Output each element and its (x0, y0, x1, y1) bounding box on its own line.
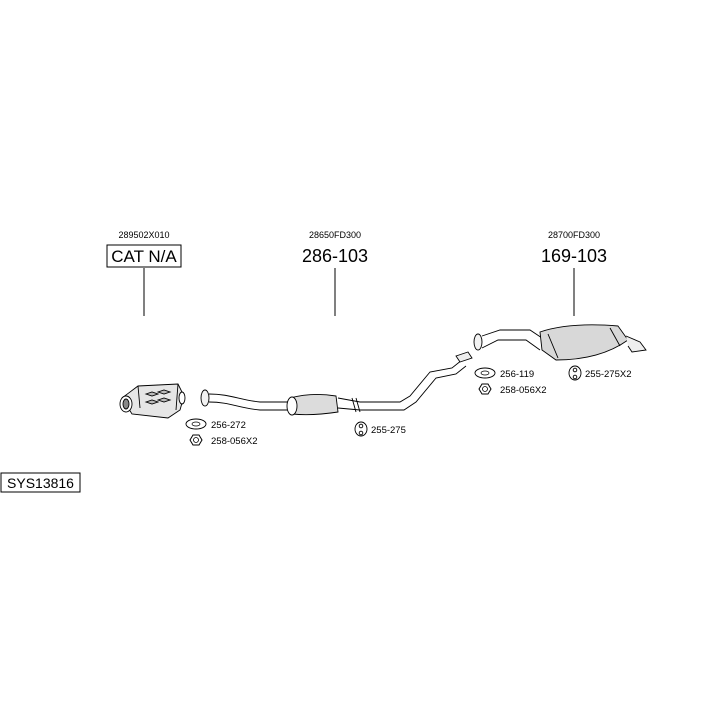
rear-silencer-drawing (473, 324, 647, 361)
gasket-icon-hole (480, 370, 490, 376)
oem-number-catalyst: 289502X010 (118, 230, 169, 240)
oem-number-rear-silencer: 28700FD300 (548, 230, 600, 240)
hex-nut-icon-hole (193, 437, 199, 443)
rubber-hanger-icon (354, 421, 368, 437)
fitting-code-258-056x2-rear: 258-056X2 (500, 385, 546, 396)
system-code-box (0, 472, 81, 493)
fitting-code-256-272: 256-272 (211, 420, 246, 431)
gasket-icon-hole (191, 421, 201, 427)
part-label-rear-silencer: 169-103 (541, 246, 607, 266)
fitting-code-256-119: 256-119 (500, 369, 534, 380)
oem-number-center-pipe: 28650FD300 (309, 230, 361, 240)
part-label-center-pipe: 286-103 (302, 246, 368, 266)
fitting-code-255-275x2: 255-275X2 (585, 369, 631, 380)
part-label-catalyst: CAT N/A (111, 247, 177, 266)
cat-label-box (106, 244, 182, 268)
fitting-code-258-056x2-front: 258-056X2 (211, 436, 257, 447)
gasket-icon (474, 367, 496, 379)
gasket-icon (185, 418, 207, 430)
hex-nut-icon (478, 383, 492, 395)
system-code-label: SYS13816 (7, 475, 74, 491)
hex-nut-icon (189, 434, 203, 446)
center-pipe-drawing (200, 351, 473, 416)
rubber-hanger-icon (568, 365, 582, 381)
catalytic-converter-drawing (119, 383, 186, 419)
fitting-code-255-275: 255-275 (371, 425, 406, 436)
hex-nut-icon-hole (482, 386, 488, 392)
